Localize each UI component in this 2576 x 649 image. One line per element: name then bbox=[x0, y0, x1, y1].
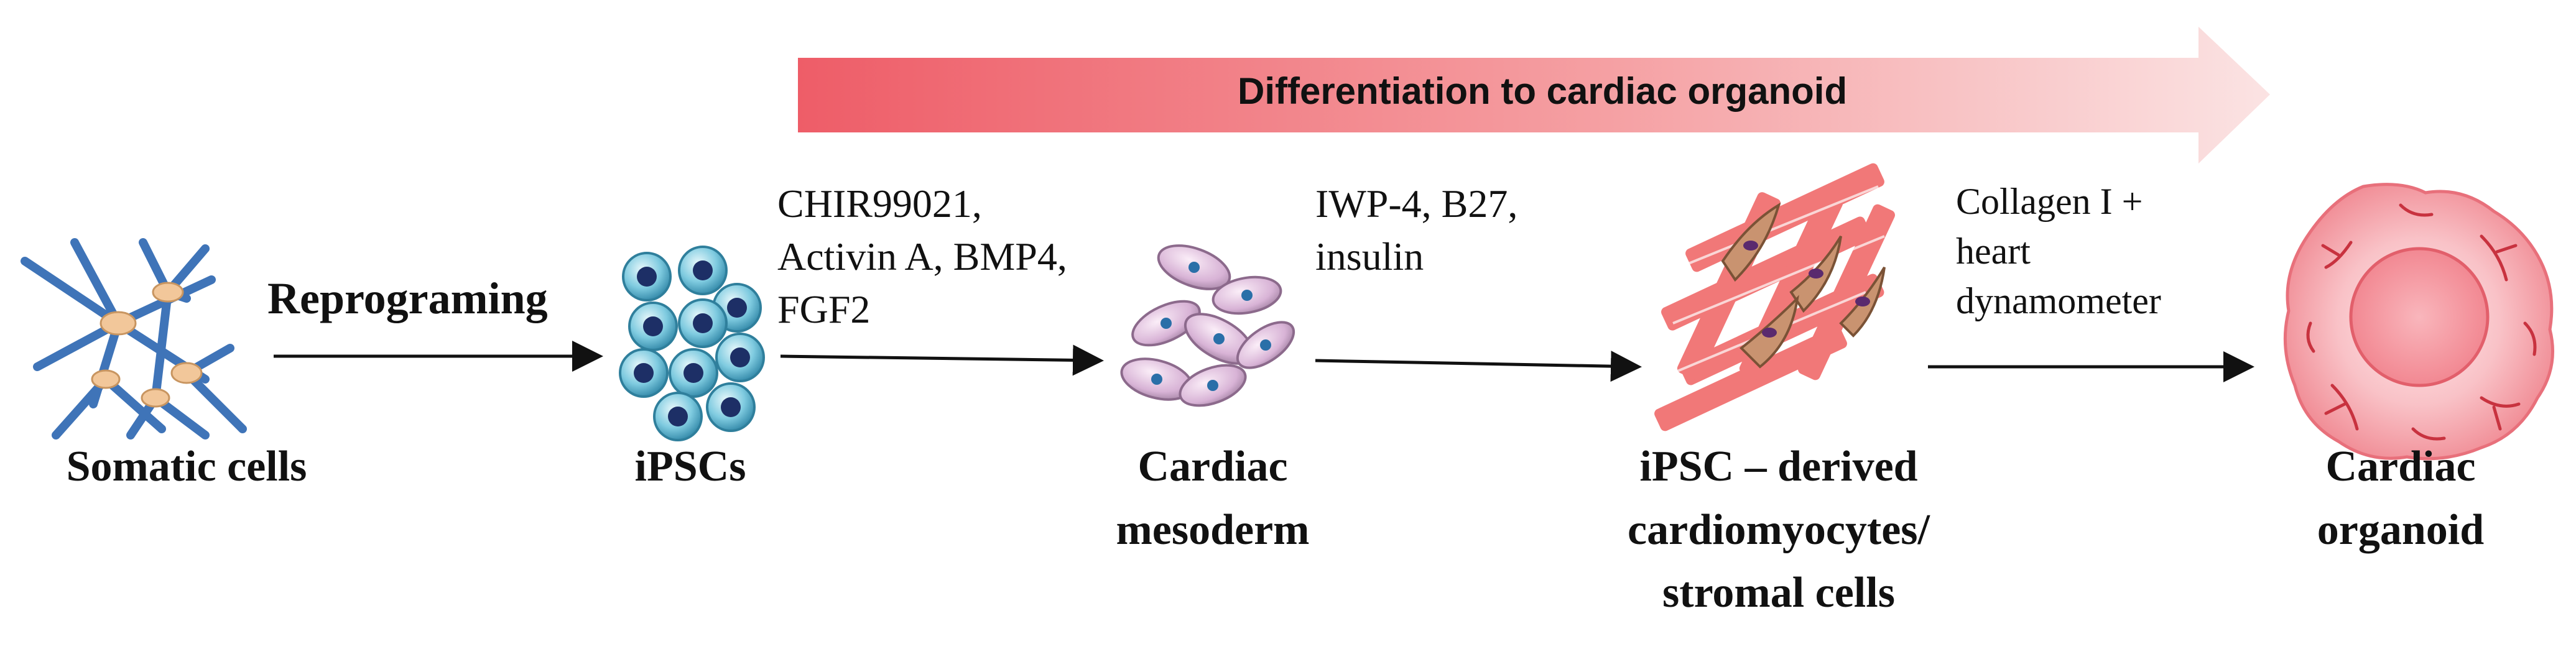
stage-label-cardiomyocytes: iPSC – derived cardiomyocytes/ stromal c… bbox=[1628, 443, 1930, 617]
somatic-cells-icon bbox=[21, 238, 247, 440]
transition-label-organoid-conditions: Collagen I + heart dynamometer bbox=[1956, 181, 2161, 321]
somatic-nuclei bbox=[91, 282, 203, 408]
cardiomyocytes-icon bbox=[1654, 163, 1895, 431]
ipsc-cluster-icon bbox=[619, 246, 765, 441]
organoid-icon bbox=[2283, 183, 2554, 461]
transition-label-mesoderm-reagents: CHIR99021, Activin A, BMP4, FGF2 bbox=[777, 182, 1067, 332]
banner-label: Differentiation to cardiac organoid bbox=[1238, 70, 1848, 112]
arrow-cardiomyocyte-induction bbox=[1315, 351, 1642, 382]
mesoderm-cells-icon bbox=[1120, 244, 1295, 407]
stage-label-cardiac-mesoderm: Cardiac mesoderm bbox=[1116, 443, 1310, 554]
stage-label-somatic-cells: Somatic cells bbox=[66, 443, 307, 490]
stage-label-ipscs: iPSCs bbox=[634, 443, 746, 490]
transition-label-cardiomyocyte-reagents: IWP-4, B27, insulin bbox=[1315, 182, 1518, 279]
stage-label-cardiac-organoid: Cardiac organoid bbox=[2317, 443, 2485, 554]
transition-label-reprograming: Reprograming bbox=[267, 274, 548, 323]
banner-arrow bbox=[798, 27, 2270, 163]
arrow-mesoderm-induction bbox=[780, 344, 1104, 376]
